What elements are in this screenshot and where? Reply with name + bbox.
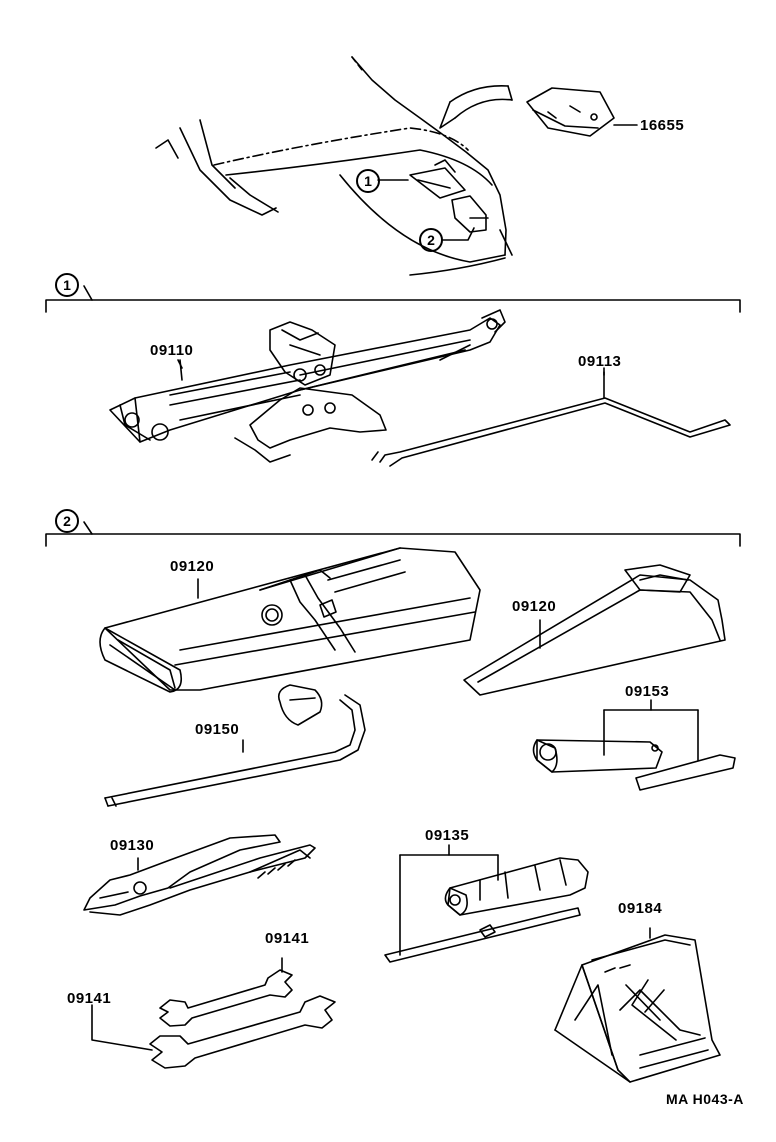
wrench-large-drawing — [91, 995, 336, 1069]
socket-extension-drawing — [532, 699, 736, 791]
car-rear-outline — [155, 56, 513, 276]
figure-code: MA H043-A — [666, 1091, 744, 1107]
tool-bag-flat-drawing — [463, 564, 726, 696]
pliers-drawing — [83, 834, 316, 916]
wheel-wrench-drawing — [104, 684, 366, 807]
section-2-marker: 2 — [55, 509, 79, 533]
marker-1-callout: 1 — [356, 169, 380, 193]
part-label-jack: 09110 — [150, 342, 194, 359]
part-label-screwdriver: 09135 — [425, 827, 470, 844]
marker-2-callout: 2 — [419, 228, 443, 252]
section-1-bracket — [45, 285, 741, 313]
part-label-wrench-large: 09141 — [67, 990, 112, 1007]
leader-jack — [177, 359, 183, 369]
screwdriver-drawing — [384, 844, 589, 963]
tool-stowed-drawing — [441, 195, 489, 241]
part-label-jack-handle: 09113 — [578, 353, 622, 370]
part-label-wrench-small: 09141 — [265, 930, 310, 947]
part-label-mat: 16655 — [640, 117, 685, 134]
jack-stowed-drawing — [377, 159, 466, 199]
section-1-marker: 1 — [55, 273, 79, 297]
wrench-small-drawing — [159, 957, 293, 1027]
part-label-wheel-chock: 09184 — [618, 900, 663, 917]
section-2-bracket — [45, 521, 741, 547]
part-label-tool-bag-flat: 09120 — [512, 598, 557, 615]
part-label-tool-bag: 09120 — [170, 558, 215, 575]
wheel-chock-drawing — [554, 927, 721, 1083]
scissor-jack-drawing — [109, 309, 506, 463]
jack-handle-drawing — [371, 371, 731, 467]
mat-drawing — [526, 87, 638, 137]
insert-arrow — [439, 85, 513, 129]
tool-bag-drawing — [99, 547, 481, 693]
part-label-wheel-wrench: 09150 — [195, 721, 240, 738]
part-label-socket-extension: 09153 — [625, 683, 670, 700]
part-label-pliers: 09130 — [110, 837, 155, 854]
